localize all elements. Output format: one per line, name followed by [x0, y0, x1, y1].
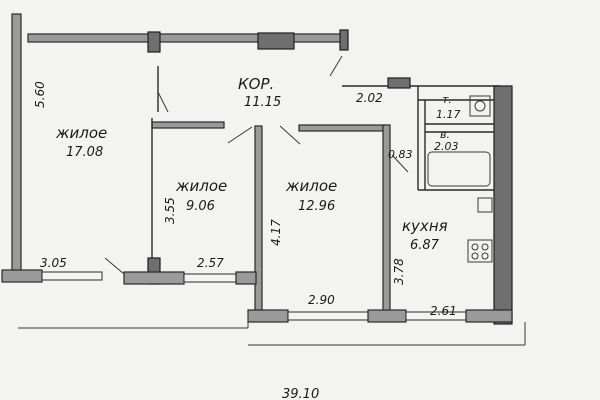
toilet-box [469, 95, 491, 117]
wall-bottom-6 [465, 309, 513, 323]
room3-label: жилое [285, 177, 337, 195]
corridor-area: 11.15 [244, 95, 281, 110]
wall-right [493, 85, 513, 325]
dim-room1-width: 3.05 [40, 256, 67, 270]
dim-room2-height: 3.55 [163, 197, 177, 224]
room1-label: жилое [55, 124, 107, 142]
corridor-door-swing [329, 55, 343, 77]
wall-top-mid [159, 33, 261, 43]
bath-label: в. [440, 128, 450, 141]
window-bottom-1 [41, 271, 103, 281]
door-swing-left [157, 91, 169, 113]
door-swing-room2 [227, 126, 253, 144]
balcony-door [104, 257, 125, 275]
room3-area: 12.96 [298, 199, 335, 214]
wall-bottom-1 [1, 269, 43, 283]
door-swing-kitchen [391, 154, 409, 173]
stove-burner-2 [481, 243, 489, 251]
toilet-label: т. [442, 93, 452, 106]
sink-icon [477, 197, 493, 213]
room3-top-wall [298, 124, 386, 132]
dim-left-height: 5.60 [33, 81, 47, 108]
dim-room3-width: 2.90 [308, 293, 335, 307]
kitchen-label: кухня [402, 217, 448, 235]
door-swing-room3 [279, 125, 301, 145]
dim-room3-height: 4.17 [269, 219, 283, 246]
wall-bottom-4 [247, 309, 289, 323]
stove-burner-1 [471, 243, 479, 251]
dim-corridor-top: 2.02 [356, 91, 383, 105]
total-width: 39.10 [282, 387, 319, 400]
dim-kitchen-width: 2.61 [430, 304, 457, 318]
room1-area: 17.08 [66, 145, 103, 160]
corridor-label: КОР. [238, 75, 274, 93]
window-bottom-3 [287, 311, 369, 321]
window-bottom-2 [183, 273, 237, 283]
wall-bottom-5 [367, 309, 407, 323]
toilet-area: 1.17 [436, 108, 461, 121]
wall-bottom-3 [235, 271, 257, 285]
bath-area: 2.03 [434, 140, 459, 153]
dim-room2-width: 2.57 [197, 256, 224, 270]
bathtub [427, 151, 491, 187]
stove-burner-3 [471, 252, 479, 260]
wall-bottom-2 [123, 271, 185, 285]
wall-top-end [339, 29, 349, 51]
kitchen-area: 6.87 [410, 238, 440, 253]
wall-top-pillar [147, 31, 161, 53]
room2-top-wall [151, 121, 225, 129]
room2-label: жилое [175, 177, 227, 195]
toilet-icon [474, 100, 486, 112]
wall-top-window [257, 32, 295, 50]
dim-kitchen-height: 3.78 [392, 258, 406, 285]
wall-left [11, 13, 22, 277]
corridor-block [387, 77, 411, 89]
wall-top-left [27, 33, 151, 43]
stove-burner-4 [481, 252, 489, 260]
stove-icon [467, 239, 493, 263]
room2-area: 9.06 [186, 199, 215, 214]
dim-door-small: 0.83 [388, 148, 413, 161]
wall-top-right [293, 33, 343, 43]
